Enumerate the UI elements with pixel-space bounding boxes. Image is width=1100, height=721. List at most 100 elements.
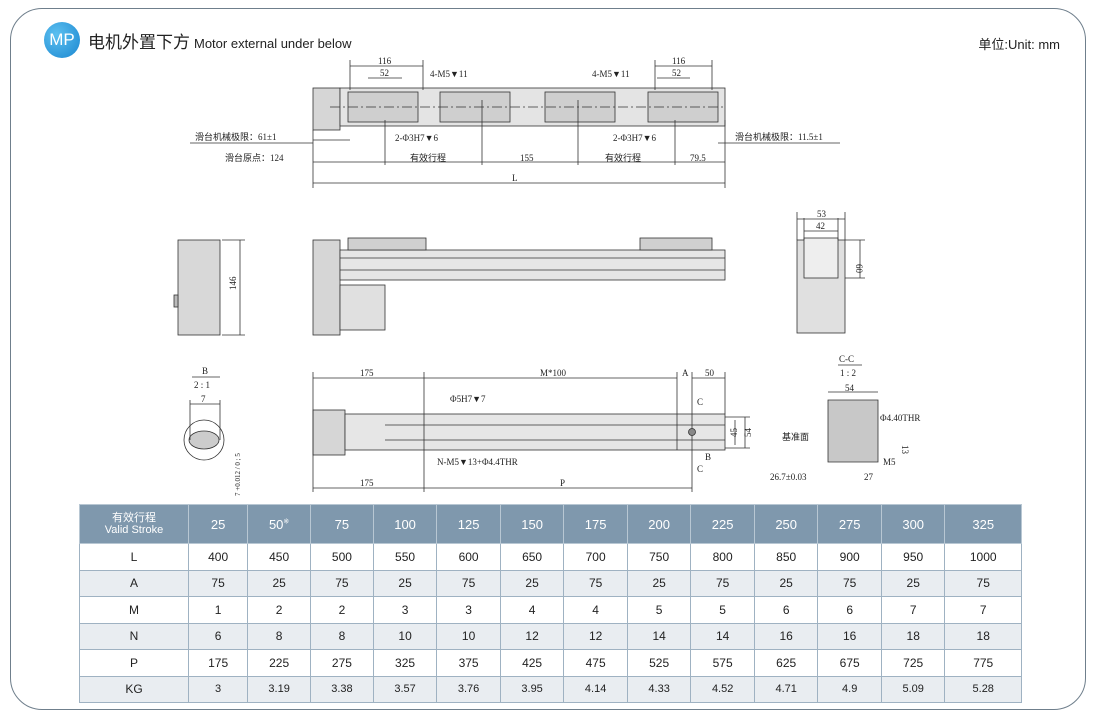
table-cell: 6	[817, 596, 882, 624]
w42-label: 42	[816, 221, 825, 231]
detail-b: B 2 : 1 7 7 +0.012 / 0 ; 5	[183, 366, 242, 496]
table-cell: 10	[372, 622, 438, 650]
table-cell: 3	[372, 596, 438, 624]
h146-label: 146	[228, 276, 238, 290]
mp-badge: MP	[44, 22, 80, 58]
row-label: L	[79, 543, 189, 571]
table-cell: 650	[499, 543, 565, 571]
header-stroke: 25	[187, 504, 249, 544]
table-cell: 700	[563, 543, 628, 571]
table-cell: 75	[690, 569, 755, 597]
table-cell: 75	[187, 569, 249, 597]
header-stroke: 325	[944, 504, 1022, 544]
header-stroke: 50※	[247, 504, 312, 544]
table-cell: 75	[944, 569, 1022, 597]
table-cell: 5	[626, 596, 692, 624]
table-cell: 75	[436, 569, 501, 597]
pin-l-label: 2-Φ3H7▼6	[395, 133, 438, 143]
d50-label: 50	[705, 368, 715, 378]
d116-r-label: 116	[672, 56, 686, 66]
table-cell: 2	[310, 596, 374, 624]
table-cell: 550	[372, 543, 438, 571]
table-cell: 10	[436, 622, 501, 650]
limit-l-label: 滑台机械极限：61±1	[195, 131, 276, 142]
table-cell: 25	[247, 569, 312, 597]
h13-label: 13	[900, 445, 910, 455]
right-end-view: 53 42 60	[796, 209, 865, 334]
table-cell: 600	[436, 543, 501, 571]
table-cell: 225	[247, 649, 312, 677]
table-cell: 400	[187, 543, 249, 571]
header-stroke: 100	[372, 504, 438, 544]
table-cell: 75	[563, 569, 628, 597]
table-cell: 850	[753, 543, 819, 571]
m5-label: M5	[883, 457, 896, 467]
left-end-view: 146	[173, 239, 245, 336]
table-cell: 4.71	[753, 675, 819, 703]
table-cell: 4	[499, 596, 565, 624]
table-cell: 175	[187, 649, 249, 677]
table-cell: 5	[690, 596, 755, 624]
table-cell: 425	[499, 649, 565, 677]
m100-label: M*100	[540, 368, 567, 378]
table-cell: 4.9	[817, 675, 882, 703]
table-cell: 8	[310, 622, 374, 650]
header-stroke: 300	[880, 504, 946, 544]
title-cn: 电机外置下方	[88, 33, 190, 52]
L-label: L	[512, 173, 518, 183]
d52-l-label: 52	[380, 68, 389, 78]
table-cell: 25	[372, 569, 438, 597]
table-cell: 525	[626, 649, 692, 677]
table-cell: 3.57	[372, 675, 438, 703]
scale-label: 2 : 1	[194, 380, 210, 390]
table-cell: 725	[880, 649, 946, 677]
table-cell: 675	[817, 649, 882, 677]
table-cell: 25	[753, 569, 819, 597]
unit-label: 单位:Unit: mm	[978, 37, 1060, 52]
table-cell: 3	[436, 596, 501, 624]
table-cell: 7	[880, 596, 946, 624]
table-cell: 25	[626, 569, 692, 597]
table-cell: 375	[436, 649, 501, 677]
table-cell: 575	[690, 649, 755, 677]
h60-label: 60	[854, 264, 864, 274]
table-cell: 4.33	[626, 675, 692, 703]
table-cell: 12	[563, 622, 628, 650]
table-cell: 18	[944, 622, 1022, 650]
table-cell: 25	[499, 569, 565, 597]
row-label: A	[79, 569, 189, 597]
table-cell: 1000	[944, 543, 1022, 571]
A-label: A	[682, 368, 689, 378]
table-cell: 12	[499, 622, 565, 650]
holes-label: N-M5▼13+Φ4.4THR	[437, 457, 518, 467]
table-cell: 275	[310, 649, 374, 677]
ref-label: 基准面	[782, 431, 809, 442]
table-cell: 3.95	[499, 675, 565, 703]
row-label: M	[79, 596, 189, 624]
table-cell: 3	[187, 675, 249, 703]
thr-label: Φ4.40THR	[880, 413, 920, 423]
table-cell: 4.14	[563, 675, 628, 703]
h45-label: 45	[729, 428, 739, 438]
table-cell: 16	[753, 622, 819, 650]
table-cell: 8	[247, 622, 312, 650]
table-cell: 625	[753, 649, 819, 677]
top-view: 116 52 4-M5▼11 2-Φ3H7▼6 滑台机械极限：61±1 滑台原点…	[190, 56, 840, 188]
table-cell: 3.19	[247, 675, 312, 703]
h54-label: 54	[743, 428, 753, 438]
table-cell: 775	[944, 649, 1022, 677]
table-cell: 5.28	[944, 675, 1022, 703]
table-cell: 7	[944, 596, 1022, 624]
stroke-r-label: 有效行程	[605, 152, 641, 163]
stroke-l-label: 有效行程	[410, 152, 446, 163]
hole-r-label: 4-M5▼11	[592, 69, 630, 79]
b-mark-label: B	[705, 452, 711, 462]
header-stroke: 125	[436, 504, 501, 544]
table-cell: 950	[880, 543, 946, 571]
